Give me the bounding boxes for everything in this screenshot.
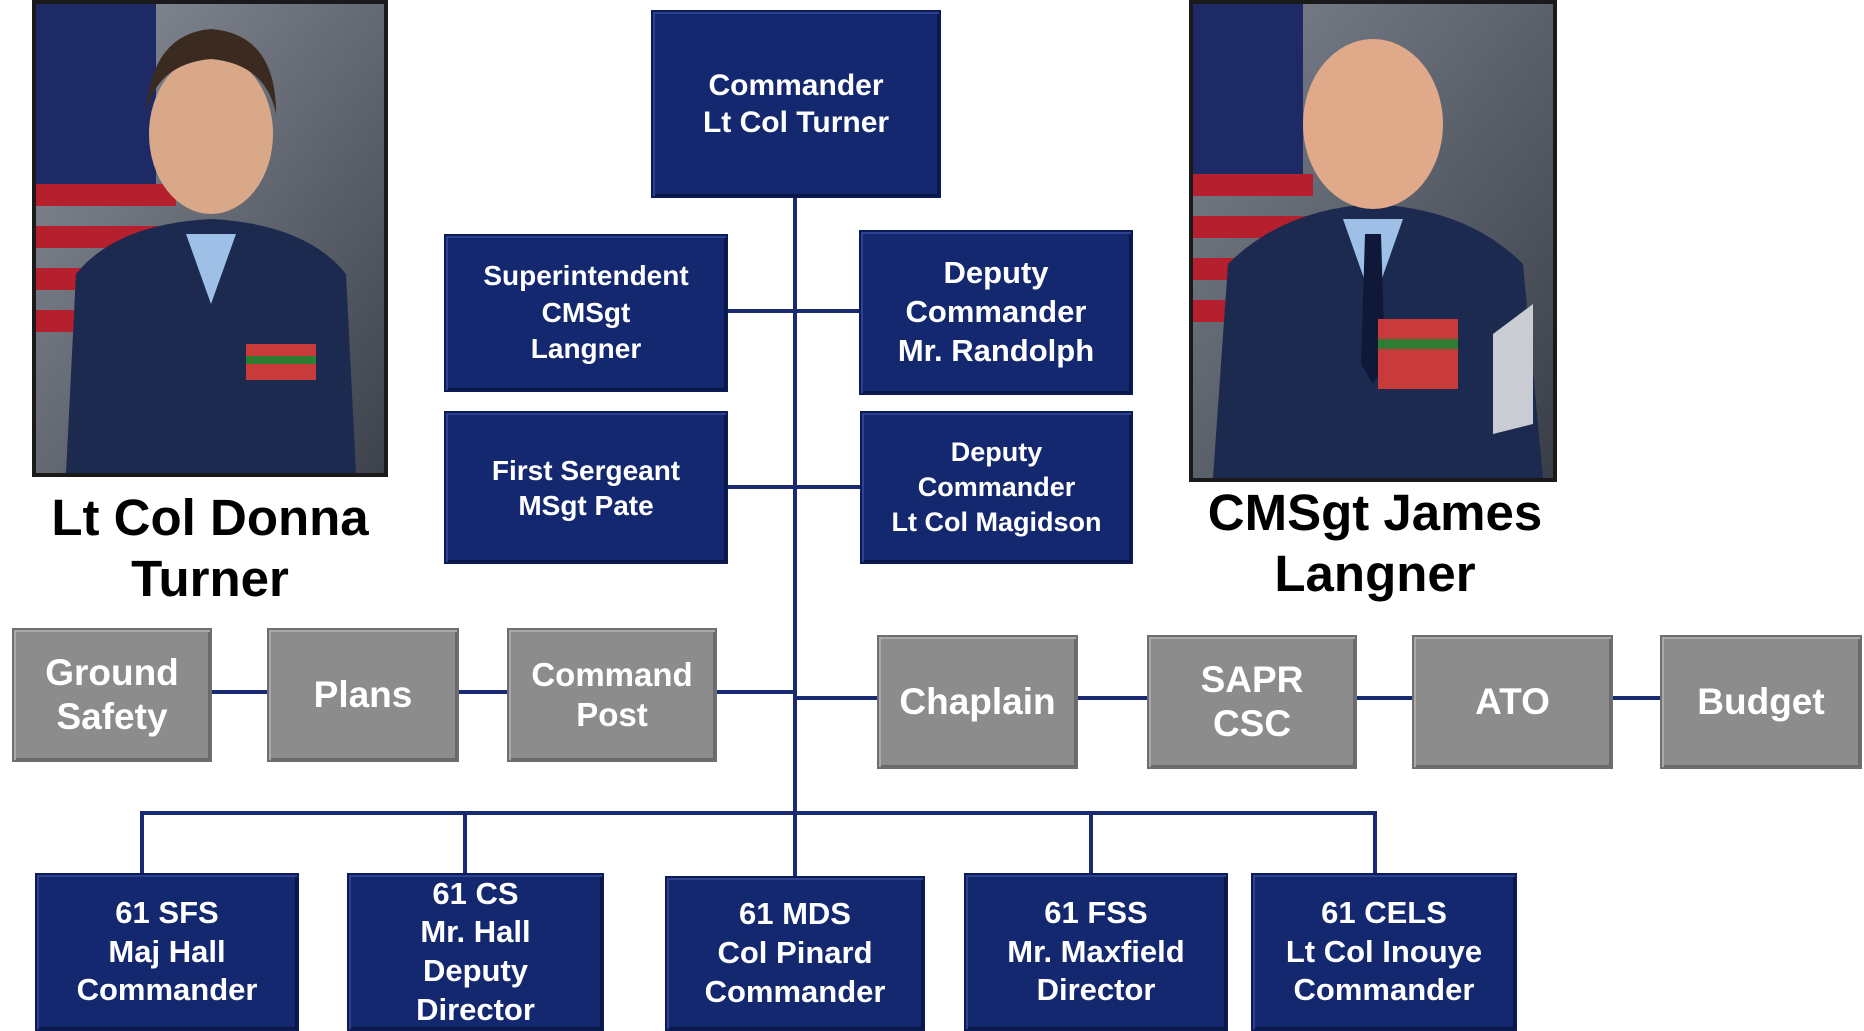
unit-drop-5 [1373, 811, 1377, 876]
portrait-lt-col-turner [32, 0, 388, 477]
portrait-image [1193, 4, 1553, 478]
deputy-commander-magidson-box: Deputy Commander Lt Col Magidson [860, 411, 1133, 564]
staff-left-connector [212, 690, 797, 694]
portrait-image [36, 4, 384, 473]
unit-drop-1 [140, 811, 144, 876]
unit-61-sfs: 61 SFS Maj Hall Commander [35, 873, 299, 1031]
unit-61-cs: 61 CS Mr. Hall Deputy Director [347, 873, 604, 1031]
row2-connector [728, 485, 861, 489]
staff-sapr-csc: SAPR CSC [1147, 635, 1357, 769]
unit-drop-2 [463, 811, 467, 876]
left-photo-caption: Lt Col Donna Turner [51, 489, 369, 608]
superintendent-box: Superintendent CMSgt Langner [444, 234, 728, 392]
unit-61-fss: 61 FSS Mr. Maxfield Director [964, 873, 1228, 1031]
commander-box: Commander Lt Col Turner [651, 10, 941, 198]
right-photo-caption: CMSgt James Langner [1207, 484, 1543, 603]
unit-drop-4 [1089, 811, 1093, 876]
staff-command-post: Command Post [507, 628, 717, 762]
staff-budget: Budget [1660, 635, 1862, 769]
row1-connector [728, 309, 861, 313]
staff-plans: Plans [267, 628, 459, 762]
portrait-cmsgt-langner [1189, 0, 1557, 482]
deputy-commander-randolph-box: Deputy Commander Mr. Randolph [859, 230, 1133, 395]
spine-connector [793, 196, 797, 881]
first-sergeant-box: First Sergeant MSgt Pate [444, 411, 728, 564]
units-bus-connector [140, 811, 1377, 815]
unit-61-cels: 61 CELS Lt Col Inouye Commander [1251, 873, 1517, 1031]
staff-ato: ATO [1412, 635, 1613, 769]
staff-ground-safety: Ground Safety [12, 628, 212, 762]
staff-chaplain: Chaplain [877, 635, 1078, 769]
unit-61-mds: 61 MDS Col Pinard Commander [665, 876, 925, 1031]
